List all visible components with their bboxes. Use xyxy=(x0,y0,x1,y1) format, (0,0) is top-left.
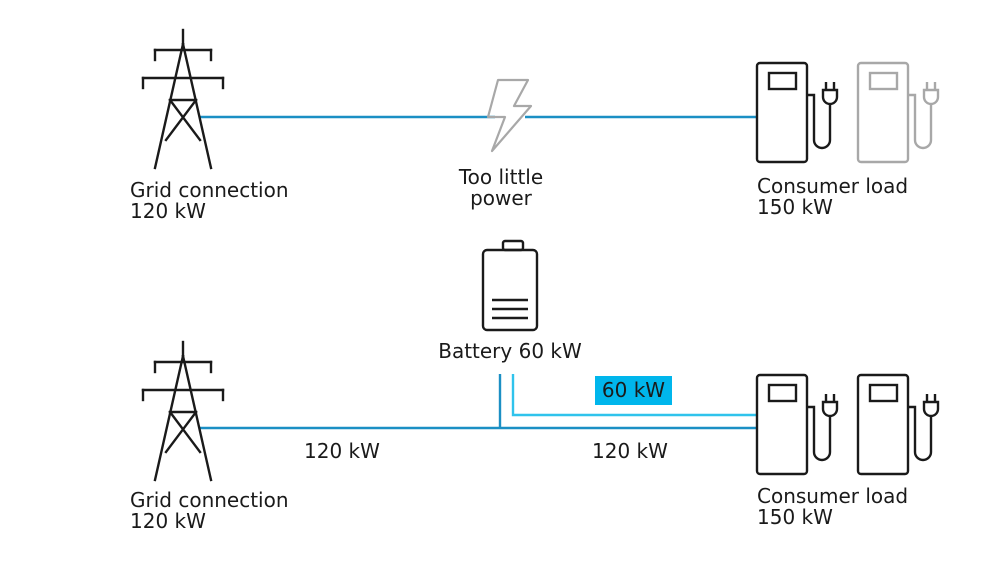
top-problem-line2: power xyxy=(470,186,532,210)
bottom-grid-name: Grid connection xyxy=(130,488,289,512)
charging-station-icon xyxy=(755,373,839,476)
battery-icon xyxy=(481,239,539,332)
battery-label: Battery 60 kW xyxy=(438,339,582,363)
consumer-flow-label: 120 kW xyxy=(592,439,668,463)
charging-station-icon xyxy=(755,61,839,164)
charging-station-icon xyxy=(856,373,940,476)
top-grid-power: 120 kW xyxy=(130,199,206,223)
bottom-grid-power: 120 kW xyxy=(130,509,206,533)
bottom-consumer-power: 150 kW xyxy=(757,505,833,529)
bottom-consumer-name: Consumer load xyxy=(757,484,909,508)
charging-station-inactive-icon xyxy=(856,61,940,164)
grid-flow-label: 120 kW xyxy=(304,439,380,463)
power-pylon-icon xyxy=(141,28,225,170)
battery-flow-badge: 60 kW xyxy=(595,376,672,405)
top-grid-name: Grid connection xyxy=(130,178,289,202)
top-consumer-power: 150 kW xyxy=(757,195,833,219)
battery-to-consumer-line xyxy=(511,374,757,417)
top-consumer-name: Consumer load xyxy=(757,174,909,198)
top-problem-line1: Too little xyxy=(458,165,544,189)
power-pylon-icon xyxy=(141,340,225,482)
lightning-bolt-icon xyxy=(486,78,533,153)
